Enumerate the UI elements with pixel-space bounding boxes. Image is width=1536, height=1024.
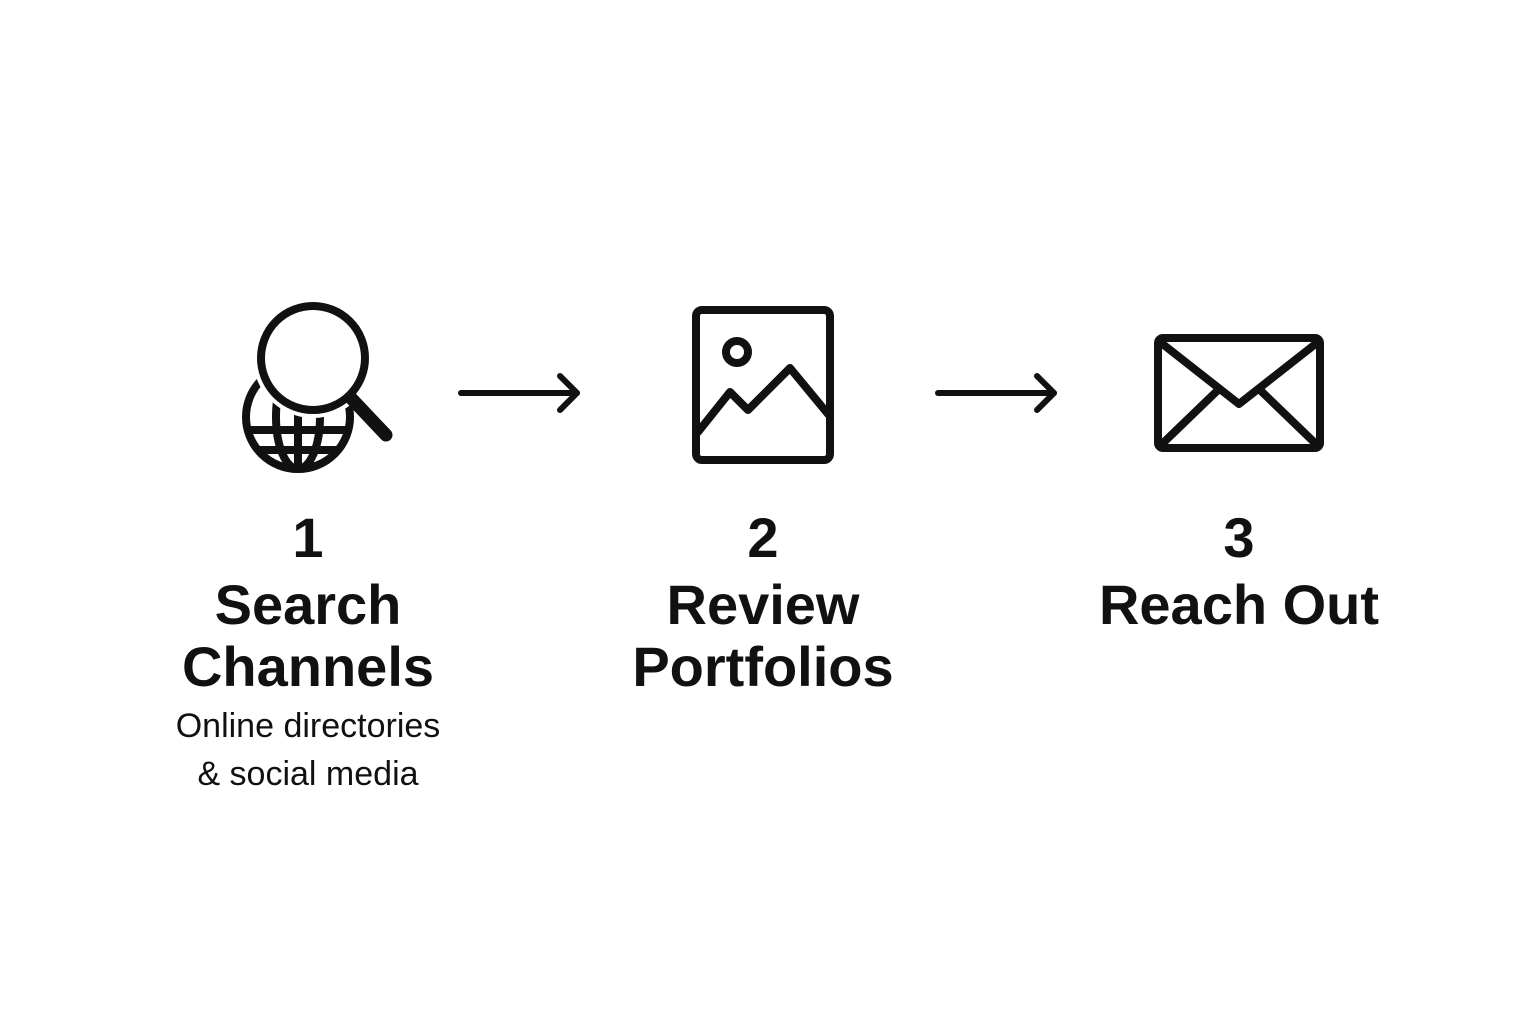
- step-3: 3 Reach Out: [1029, 510, 1449, 636]
- step-2: 2 Review Portfolios: [553, 510, 973, 698]
- globe-search-icon: [238, 300, 408, 480]
- step-1-description: Online directories & social media: [175, 707, 441, 793]
- step-1-title: Search Channels: [181, 573, 435, 698]
- step-1: 1 Search Channels Online directories & s…: [98, 510, 518, 798]
- step-2-title: Review Portfolios: [632, 573, 894, 698]
- step-1-number: 1: [292, 506, 324, 569]
- step-3-number: 3: [1223, 506, 1255, 569]
- image-icon: [688, 302, 838, 468]
- step-3-title: Reach Out: [1098, 573, 1380, 636]
- arrow-right-icon: [932, 370, 1067, 416]
- envelope-icon: [1150, 330, 1328, 456]
- arrow-right-icon: [455, 370, 590, 416]
- step-2-number: 2: [747, 506, 779, 569]
